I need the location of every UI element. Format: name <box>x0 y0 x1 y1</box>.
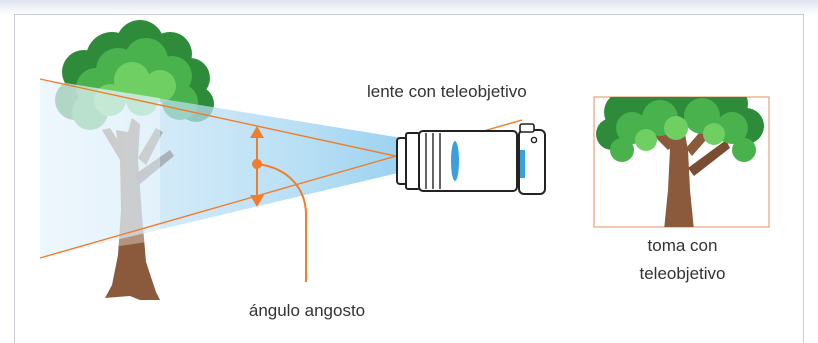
angle-leader-line <box>256 163 307 282</box>
telephoto-shot-frame <box>593 96 770 228</box>
tree-closeup-icon <box>596 97 764 227</box>
shot-label: toma con teleobjetivo <box>639 236 726 283</box>
angle-label: ángulo angosto <box>248 301 366 320</box>
camera-lens-icon <box>396 123 546 195</box>
lens-label: lente con teleobjetivo <box>367 82 527 101</box>
field-of-view-area <box>40 79 402 258</box>
